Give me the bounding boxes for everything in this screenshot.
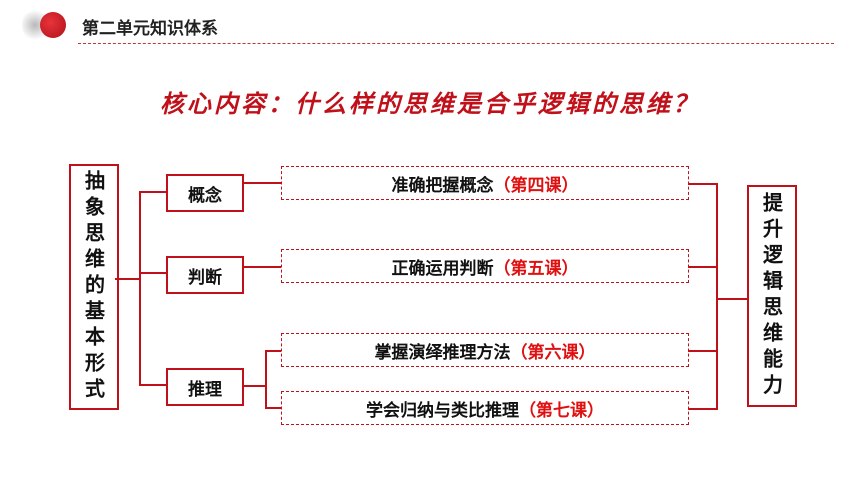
- item-lesson: （第七课）: [519, 400, 604, 421]
- connector: [688, 408, 718, 410]
- item-box: 正确运用判断（第五课）: [281, 249, 689, 283]
- connector: [688, 266, 718, 268]
- item-lesson: （第四课）: [493, 175, 579, 196]
- item-text: 正确运用判断: [391, 258, 494, 279]
- connector: [244, 385, 266, 387]
- connector: [716, 298, 747, 300]
- right-goal-box: 提升逻辑思维能力: [747, 185, 797, 407]
- connector: [265, 407, 281, 409]
- item-text: 学会归纳与类比推理: [366, 400, 519, 421]
- connector: [139, 384, 166, 386]
- category-reasoning: 推理: [166, 368, 244, 406]
- section-title: 第二单元知识体系: [82, 19, 218, 39]
- right-goal-label: 提升逻辑思维能力: [759, 192, 784, 400]
- item-box: 学会归纳与类比推理（第七课）: [281, 391, 689, 425]
- connector: [244, 266, 281, 268]
- connector: [688, 183, 718, 185]
- item-text: 掌握演绎推理方法: [374, 342, 511, 363]
- category-reasoning-label: 推理: [188, 379, 222, 400]
- item-lesson: （第六课）: [510, 342, 596, 363]
- connector: [139, 272, 166, 274]
- connector: [139, 191, 166, 193]
- category-concept: 概念: [166, 174, 244, 212]
- main-title: 核心内容：什么样的思维是合乎逻辑的思维？: [160, 89, 700, 118]
- category-judgment: 判断: [166, 256, 244, 294]
- connector: [244, 182, 281, 184]
- item-box: 掌握演绎推理方法（第六课）: [281, 333, 689, 367]
- header-bullet-icon: [40, 12, 66, 38]
- connector: [716, 183, 718, 410]
- item-text: 准确把握概念: [391, 175, 494, 196]
- category-concept-label: 概念: [188, 185, 222, 206]
- item-lesson: （第五课）: [493, 258, 579, 279]
- connector: [265, 350, 267, 408]
- connector: [139, 191, 141, 385]
- header-divider: [78, 43, 834, 44]
- item-box: 准确把握概念（第四课）: [281, 166, 689, 200]
- left-concept-box: 抽象思维的基本形式: [69, 164, 119, 410]
- connector: [115, 278, 139, 280]
- category-judgment-label: 判断: [188, 267, 222, 288]
- left-concept-label: 抽象思维的基本形式: [81, 170, 106, 404]
- connector: [688, 350, 718, 352]
- connector: [265, 350, 281, 352]
